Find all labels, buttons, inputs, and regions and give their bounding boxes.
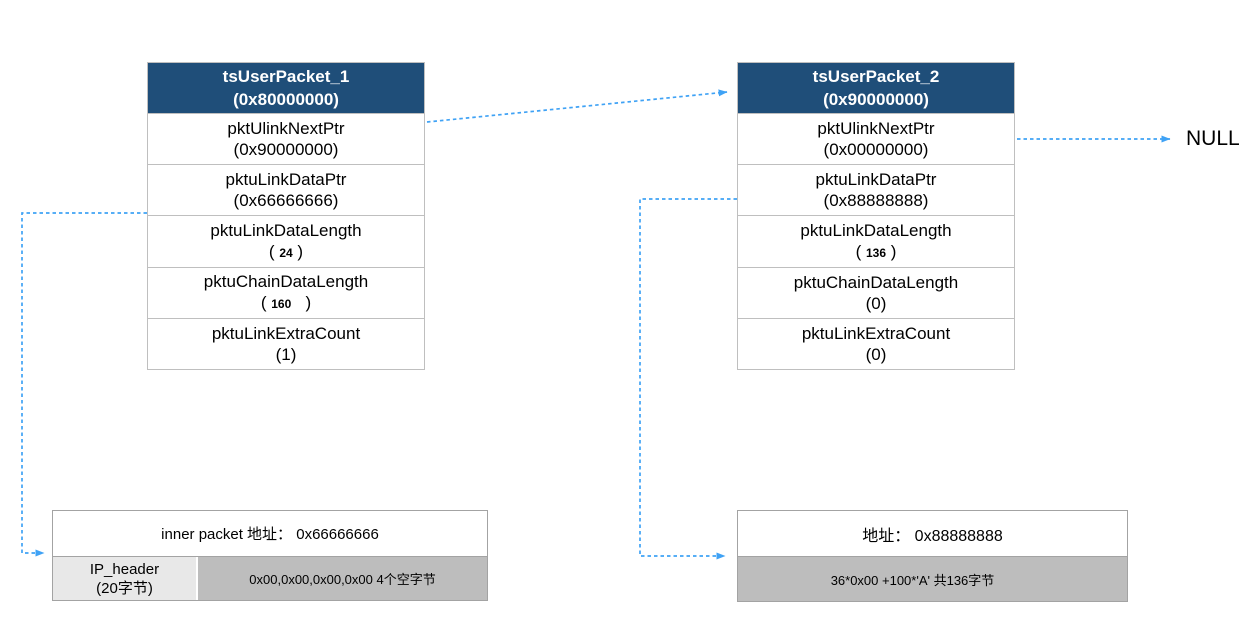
- field-name: pktuLinkExtraCount: [801, 323, 951, 343]
- field-value: ( 160 ): [261, 292, 311, 315]
- arrow-packet2-dataptr-to-buffer2: [639, 198, 737, 560]
- field-value-text: (1): [275, 344, 297, 364]
- payload-bytes-cell: 0x00,0x00,0x00,0x00 4个空字节: [198, 557, 487, 600]
- field-name: pktuLinkExtraCount: [211, 323, 361, 343]
- struct-table-packet2: tsUserPacket_2 (0x90000000) pktUlinkNext…: [737, 62, 1015, 370]
- field-name: pktuLinkDataPtr: [225, 170, 347, 190]
- field-value-number: 160: [271, 296, 292, 311]
- field-row-pktulinkdatalength: pktuLinkDataLength ( 24 ): [148, 215, 424, 266]
- arrow-packet1-next-to-packet2: [426, 89, 728, 123]
- ip-header-size: (20字节): [96, 579, 153, 597]
- field-row-pktulinknextptr: pktUlinkNextPtr (0x90000000): [148, 113, 424, 164]
- buffer-address-title: 地址： 0x88888888: [738, 511, 1127, 556]
- field-name: pktuChainDataLength: [793, 272, 959, 292]
- field-value: (0x90000000): [234, 139, 339, 160]
- field-row-pktulinkdataptr: pktuLinkDataPtr (0x66666666): [148, 164, 424, 215]
- ip-header-label: IP_header: [89, 560, 160, 578]
- field-value: (0): [866, 344, 887, 365]
- field-row-pktulinkextracount: pktuLinkExtraCount (1): [148, 317, 424, 369]
- field-row-pktulinknextptr: pktUlinkNextPtr (0x00000000): [738, 113, 1014, 164]
- field-value: ( 24 ): [269, 241, 303, 264]
- field-row-pktuchaindatalength: pktuChainDataLength ( 160 ): [148, 266, 424, 318]
- struct-header: tsUserPacket_1 (0x80000000): [148, 63, 424, 113]
- field-value-text: (0x66666666): [233, 191, 339, 211]
- field-name: pktUlinkNextPtr: [227, 119, 345, 139]
- field-value-number: 24: [279, 245, 293, 260]
- field-value-text: (0): [865, 293, 887, 313]
- paren-open: (: [268, 241, 280, 261]
- field-value-text: (0): [865, 344, 887, 364]
- field-name: pktuLinkDataLength: [210, 220, 362, 240]
- struct-title: tsUserPacket_1: [222, 67, 350, 86]
- field-value-text: (0x90000000): [233, 140, 339, 160]
- field-value: (0x66666666): [234, 190, 339, 211]
- struct-table-packet1: tsUserPacket_1 (0x80000000) pktUlinkNext…: [147, 62, 425, 370]
- buffer-content-row: IP_header (20字节) 0x00,0x00,0x00,0x00 4个空…: [53, 556, 487, 600]
- field-value-text: (0x88888888): [823, 191, 929, 211]
- paren-open: (: [260, 292, 272, 312]
- buffer-content-row: 36*0x00 +100*'A' 共136字节: [738, 556, 1127, 601]
- struct-title: tsUserPacket_2: [812, 67, 940, 86]
- field-name: pktuChainDataLength: [203, 271, 369, 291]
- ip-header-cell: IP_header (20字节): [53, 557, 198, 600]
- paren-close: ): [291, 292, 312, 312]
- field-name: pktUlinkNextPtr: [817, 119, 935, 139]
- buffer-address-title: inner packet 地址： 0x66666666: [53, 511, 487, 556]
- field-value: (0x88888888): [824, 190, 929, 211]
- field-value-number: 136: [865, 245, 887, 260]
- field-value: (0): [866, 293, 887, 314]
- field-value: ( 136 ): [856, 241, 897, 264]
- struct-address: (0x80000000): [233, 90, 339, 109]
- null-terminator-label: NULL: [1186, 127, 1240, 150]
- struct-address: (0x90000000): [823, 90, 929, 109]
- paren-close: ): [292, 241, 304, 261]
- field-value: (0x00000000): [824, 139, 929, 160]
- field-value-text: (0x00000000): [823, 140, 929, 160]
- field-row-pktulinkdatalength: pktuLinkDataLength ( 136 ): [738, 215, 1014, 266]
- field-name: pktuLinkDataPtr: [815, 170, 937, 190]
- arrow-packet1-dataptr-to-buffer1: [21, 212, 147, 557]
- payload-bytes-cell: 36*0x00 +100*'A' 共136字节: [738, 557, 1127, 601]
- data-buffer-box-2: 地址： 0x88888888 36*0x00 +100*'A' 共136字节: [737, 510, 1128, 602]
- field-row-pktuchaindatalength: pktuChainDataLength (0): [738, 266, 1014, 318]
- field-row-pktulinkextracount: pktuLinkExtraCount (0): [738, 317, 1014, 369]
- field-value: (1): [276, 344, 297, 365]
- data-buffer-box-1: inner packet 地址： 0x66666666 IP_header (2…: [52, 510, 488, 601]
- paren-close: ): [886, 241, 897, 261]
- field-name: pktuLinkDataLength: [800, 220, 952, 240]
- field-row-pktulinkdataptr: pktuLinkDataPtr (0x88888888): [738, 164, 1014, 215]
- paren-open: (: [855, 241, 866, 261]
- struct-header: tsUserPacket_2 (0x90000000): [738, 63, 1014, 113]
